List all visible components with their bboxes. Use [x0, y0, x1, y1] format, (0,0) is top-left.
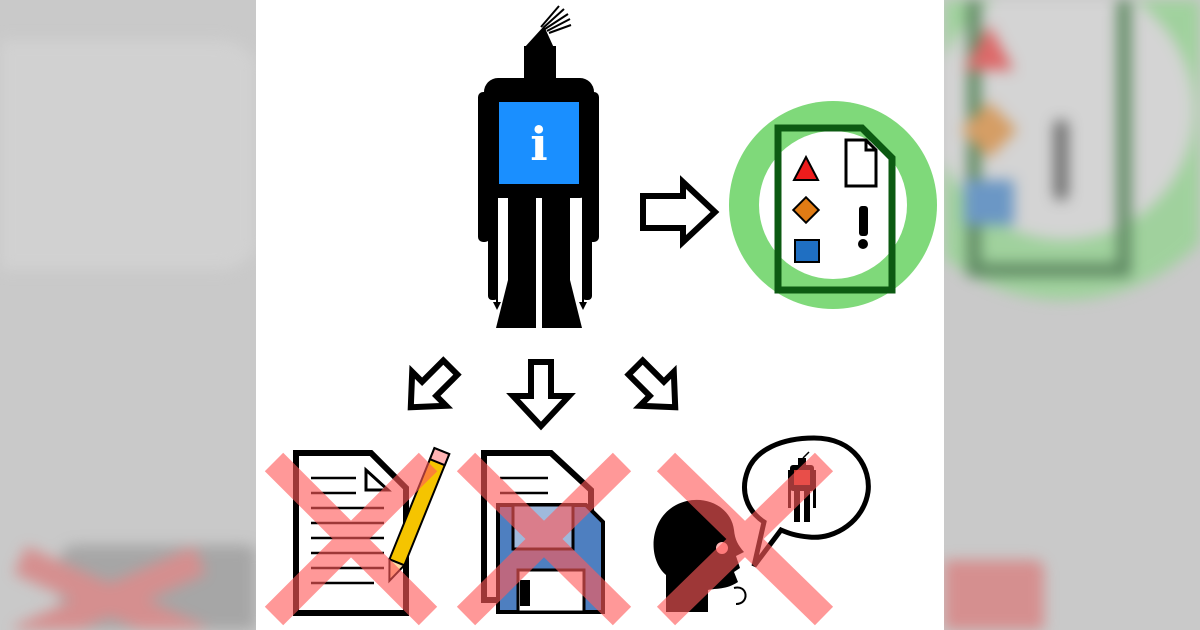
output-file: [729, 101, 937, 309]
arrow-down-right-icon: [624, 356, 679, 411]
square-shape: [794, 239, 820, 263]
info-icon: i: [530, 117, 547, 171]
cross-icon: [656, 452, 834, 626]
edit-document-option: [264, 446, 451, 626]
robot-antenna: [540, 5, 572, 34]
diamond-shape: [791, 195, 821, 225]
exclamation-icon: [859, 206, 868, 236]
arrow-down-left-icon: [407, 356, 462, 411]
triangle-shape: [792, 154, 820, 181]
arrow-down-icon: [506, 359, 576, 431]
robot-cable-tips: [488, 272, 591, 310]
save-document-option: [456, 450, 632, 626]
background-right: [944, 0, 1200, 630]
cross-icon: [456, 452, 632, 626]
background-left: [0, 0, 256, 630]
robot-cables: [491, 242, 588, 302]
file-icon: [774, 124, 896, 294]
small-document-icon: [844, 138, 878, 188]
speak-description-option: [653, 435, 871, 626]
robot-info-panel: [497, 100, 581, 186]
cross-icon: [264, 452, 438, 626]
arrow-right-icon: [640, 175, 720, 249]
robot-figure: i: [478, 5, 599, 328]
diagram-panel: i: [256, 0, 944, 630]
